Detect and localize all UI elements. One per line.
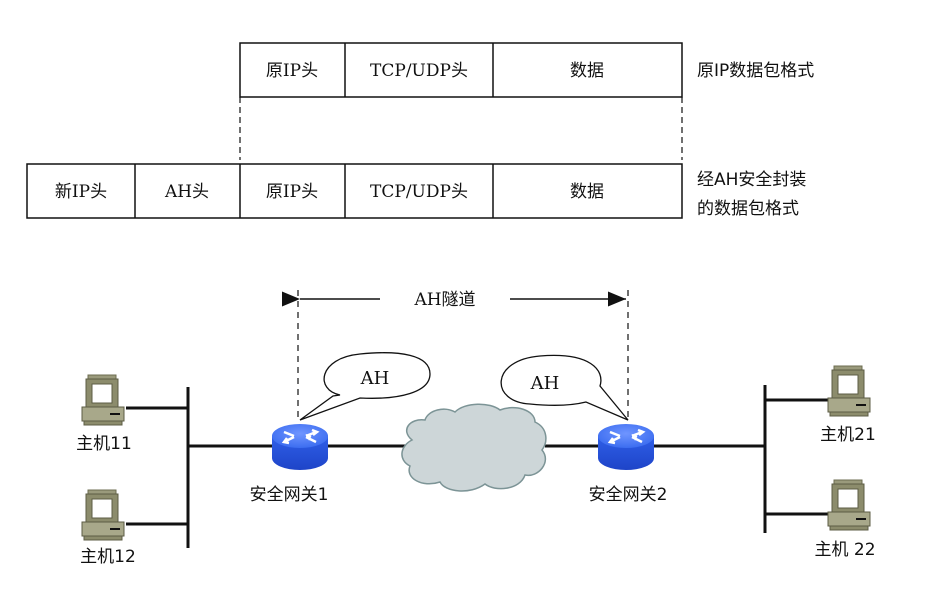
field-new-ip-header: 新IP头 [55, 182, 107, 202]
field-original-ip-header: 原IP头 [266, 61, 318, 81]
host21-label: 主机21 [820, 425, 876, 445]
ah-bubble-left: AH [299, 352, 431, 421]
encapsulated-caption-line1: 经AH安全封装 [697, 170, 806, 190]
encapsulated-packet-outline [26, 163, 683, 219]
field-original-ip-header: 原IP头 [266, 182, 318, 202]
gateway2-router-icon [596, 422, 656, 472]
encapsulated-packet-format: 新IP头 AH头 原IP头 TCP/UDP头 数据 经AH安全封装 的数据包格式 [26, 163, 806, 219]
host22-label: 主机 22 [814, 540, 875, 560]
host22-computer-icon [827, 479, 871, 531]
original-packet-caption: 原IP数据包格式 [697, 61, 814, 81]
gateway2-label: 安全网关2 [589, 485, 668, 505]
host11-label: 主机11 [76, 434, 132, 454]
original-packet-outline [239, 42, 683, 98]
bubble-left-text: AH [360, 368, 390, 389]
field-data: 数据 [570, 182, 604, 202]
field-ah-header: AH头 [164, 182, 209, 202]
host12-label: 主机12 [80, 547, 136, 567]
host12-computer-icon [81, 489, 125, 541]
tunnel-label: AH隧道 [413, 290, 475, 310]
bubble-right-text: AH [530, 373, 560, 394]
original-packet-format: 原IP头 TCP/UDP头 数据 原IP数据包格式 [239, 42, 814, 98]
gateway1-label: 安全网关1 [250, 485, 329, 505]
host11-computer-icon [81, 374, 125, 426]
host21-computer-icon [827, 365, 871, 417]
network-links [126, 385, 830, 548]
ah-tunnel-annotation: AH隧道 [282, 290, 629, 420]
internet-cloud-icon [401, 403, 547, 492]
field-data: 数据 [570, 61, 604, 81]
ah-bubble-right: AH [500, 354, 629, 421]
field-tcp-udp-header: TCP/UDP头 [370, 61, 468, 81]
gateway1-router-icon [270, 422, 330, 472]
field-tcp-udp-header: TCP/UDP头 [370, 182, 468, 202]
encapsulated-caption-line2: 的数据包格式 [697, 199, 799, 219]
